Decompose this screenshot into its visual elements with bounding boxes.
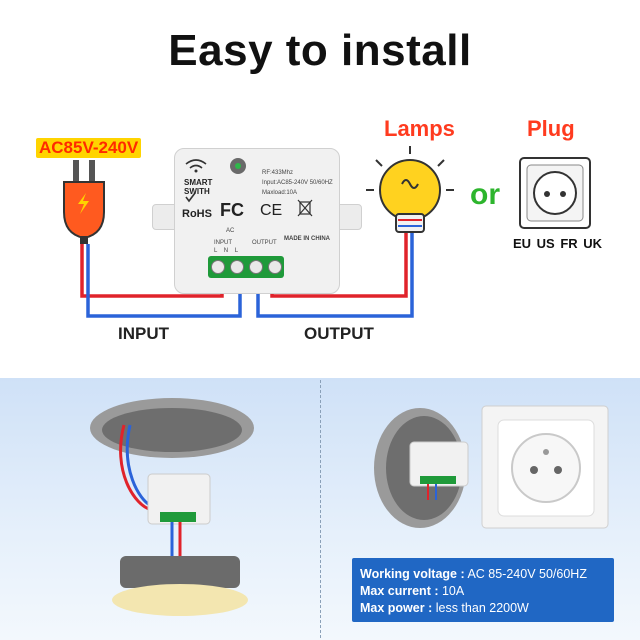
spec-row: Working voltage : AC 85-240V 50/60HZ [360,567,587,581]
terminal-block [208,256,284,278]
plug-standards: EU US FR UK [513,236,603,251]
output-label: OUTPUT [304,324,374,343]
fc-mark: FC [220,200,244,220]
module-ac-label: AC [226,228,235,234]
rohs-mark: RoHS [182,208,212,220]
screw-icon [267,260,282,274]
screw-icon [210,260,225,274]
screw-icon [248,260,263,274]
module-terminal-labels: L N L [214,248,239,254]
wall-box-illustration [374,405,609,529]
made-in-label: MADE IN CHINA [284,236,330,242]
ce-mark: CE [260,202,283,219]
module-input-spec: Input:AC85-240V 50/60HZ [262,180,333,186]
light-bulb-icon [366,146,454,233]
wall-socket-icon [519,157,591,229]
panel-divider [320,380,321,638]
spec-row: Max current : 10A [360,584,465,598]
page-title: Easy to install [168,26,472,75]
wiring-diagram [63,146,591,318]
ceiling-mount-illustration [90,398,254,616]
input-label: INPUT [118,324,169,343]
voltage-label: AC85V-240V [36,138,142,158]
module-rf: RF:433Mhz [262,170,294,176]
power-plug-icon [63,160,105,244]
spec-row: Max power : less than 2200W [360,601,529,615]
spec-box: Working voltage : AC 85-240V 50/60HZ Max… [352,558,614,622]
module-maxload: Maxload:10A [262,190,298,196]
weee-bin-icon [299,201,311,215]
check-icon [185,192,196,203]
screw-icon [229,260,244,274]
wifi-icon [185,159,207,165]
module-input-label: INPUT [214,240,232,246]
or-label: or [470,178,500,211]
lamps-label: Lamps [384,116,455,141]
plug-label: Plug [527,116,575,141]
module-output-label: OUTPUT [252,240,277,246]
module-details [185,158,313,217]
